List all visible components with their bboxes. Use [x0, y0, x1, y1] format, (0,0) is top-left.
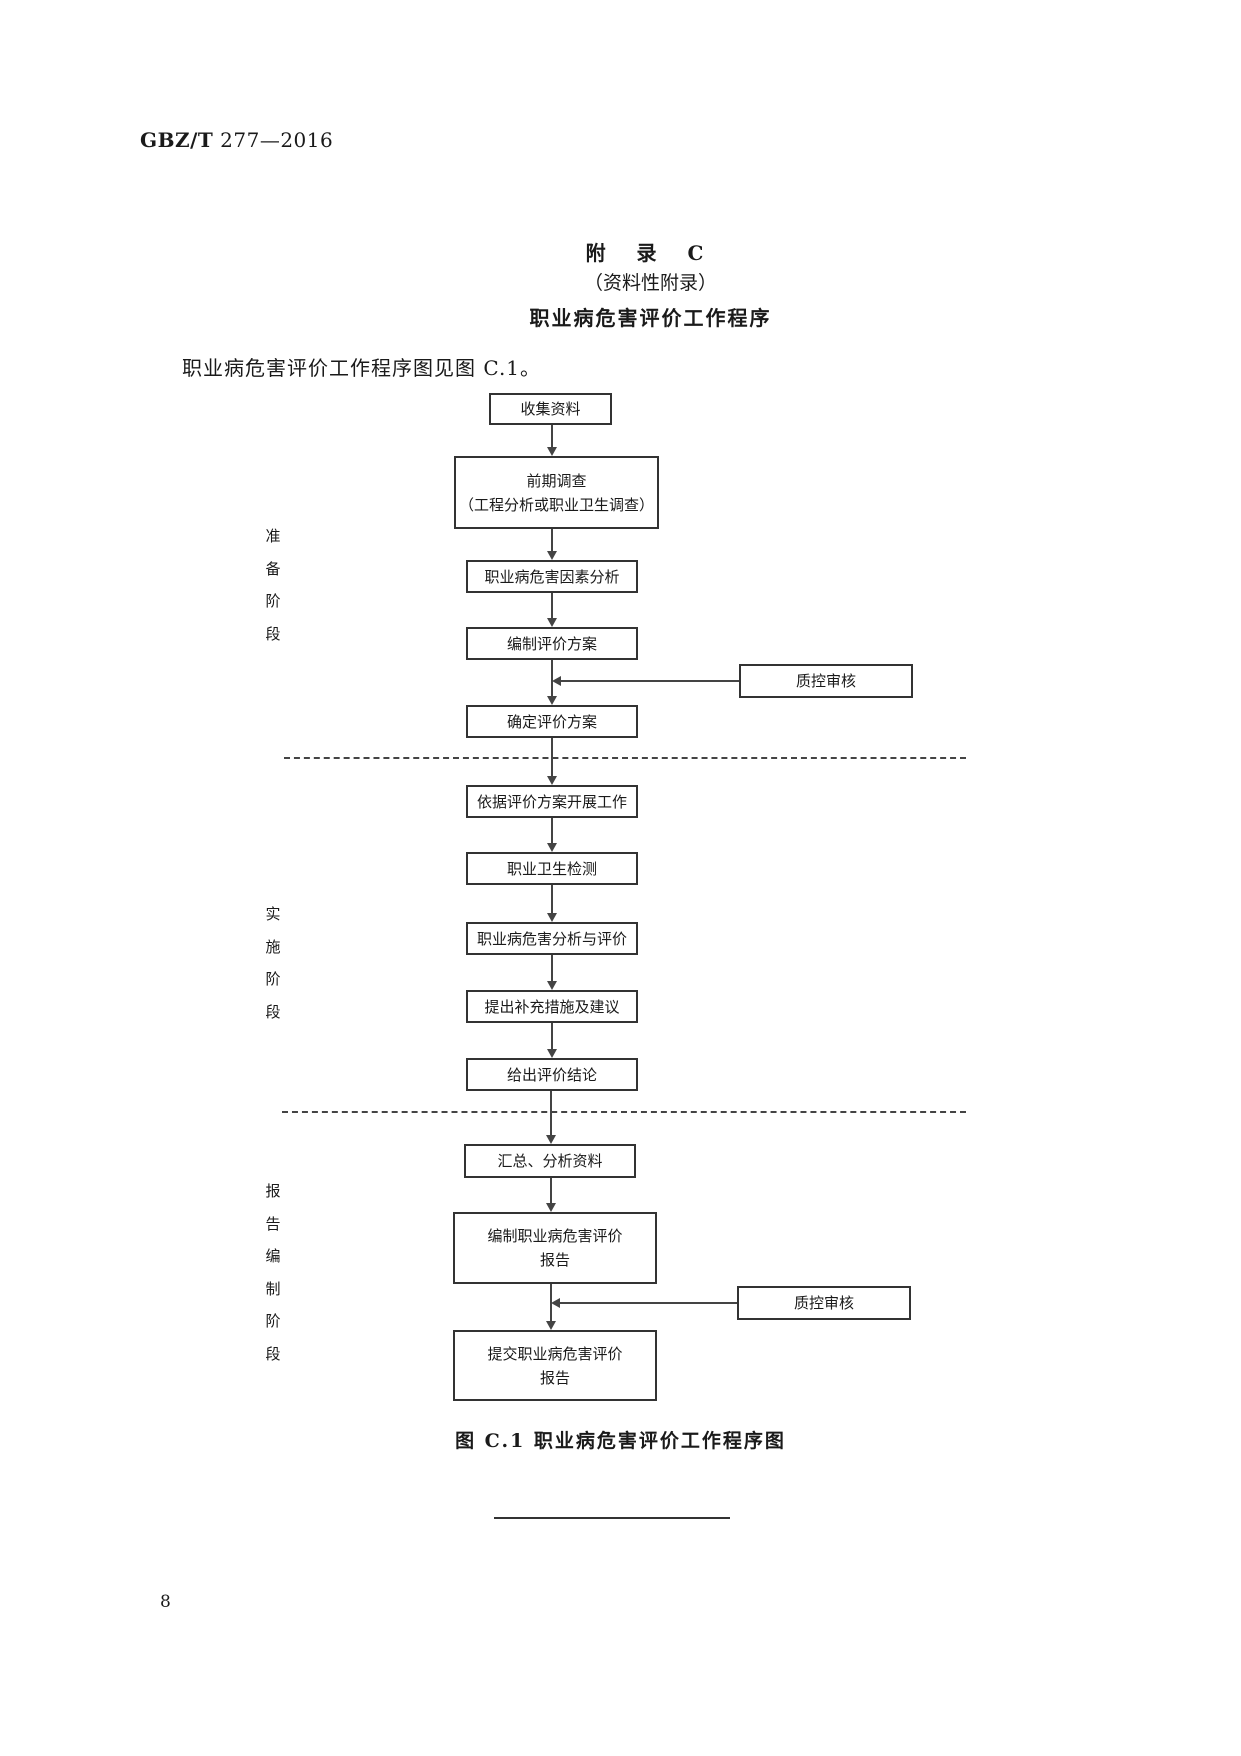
arrowhead: [546, 1203, 556, 1212]
intro-paragraph: 职业病危害评价工作程序图见图 C.1。: [182, 356, 542, 380]
arrowhead: [547, 447, 557, 456]
end-rule: [494, 1517, 730, 1519]
arrow-line: [550, 1284, 552, 1322]
box-execute: 依据评价方案开展工作: [466, 785, 638, 818]
stage-divider: [284, 757, 966, 759]
page-number: 8: [160, 1592, 171, 1612]
stage-label-prep: 准 备 阶 段: [265, 527, 281, 643]
box-report-submit: 提交职业病危害评价 报告: [453, 1330, 657, 1401]
arrow-line: [551, 818, 553, 844]
box-collect: 收集资料: [489, 393, 612, 425]
arrowhead-left: [552, 676, 561, 686]
box-qc-review-2: 质控审核: [737, 1286, 911, 1320]
arrowhead: [547, 981, 557, 990]
box-plan-confirm: 确定评价方案: [466, 705, 638, 738]
arrowhead: [547, 696, 557, 705]
stage-divider: [282, 1111, 966, 1113]
box-pre-survey: 前期调查 （工程分析或职业卫生调查）: [454, 456, 659, 529]
arrowhead: [547, 776, 557, 785]
arrowhead-left: [551, 1298, 560, 1308]
box-conclusion: 给出评价结论: [466, 1058, 638, 1091]
appendix-title: 附 录 C: [585, 241, 716, 265]
arrow-line: [550, 1178, 552, 1204]
box-summary: 汇总、分析资料: [464, 1144, 636, 1178]
box-report-draft: 编制职业病危害评价 报告: [453, 1212, 657, 1284]
box-hazard-eval: 职业病危害分析与评价: [466, 922, 638, 955]
arrow-line: [551, 529, 553, 553]
box-qc-review-1: 质控审核: [739, 664, 913, 698]
qc-connector-1: [560, 680, 739, 682]
stage-label-report: 报 告 编 制 阶 段: [265, 1182, 281, 1363]
box-measures: 提出补充措施及建议: [466, 990, 638, 1023]
box-plan-draft: 编制评价方案: [466, 627, 638, 660]
arrow-line: [551, 955, 553, 982]
arrowhead: [547, 618, 557, 627]
appendix-name: 职业病危害评价工作程序: [529, 306, 772, 330]
arrow-line: [550, 1091, 552, 1136]
arrow-line: [551, 1023, 553, 1050]
qc-connector-2: [559, 1302, 737, 1304]
arrow-line: [551, 593, 553, 619]
appendix-subtitle: （资料性附录）: [583, 272, 717, 294]
box-factor-analysis: 职业病危害因素分析: [466, 560, 638, 593]
arrowhead: [547, 843, 557, 852]
figure-caption: 图 C.1 职业病危害评价工作程序图: [455, 1430, 786, 1452]
arrowhead: [546, 1135, 556, 1144]
arrowhead: [547, 1049, 557, 1058]
standard-code: GBZ/T 277—2016: [140, 128, 334, 152]
arrow-line: [551, 885, 553, 914]
arrowhead: [547, 551, 557, 560]
box-detection: 职业卫生检测: [466, 852, 638, 885]
arrowhead: [546, 1321, 556, 1330]
arrow-line: [551, 425, 553, 449]
arrow-line: [551, 660, 553, 697]
stage-label-impl: 实 施 阶 段: [265, 905, 281, 1021]
arrowhead: [547, 913, 557, 922]
